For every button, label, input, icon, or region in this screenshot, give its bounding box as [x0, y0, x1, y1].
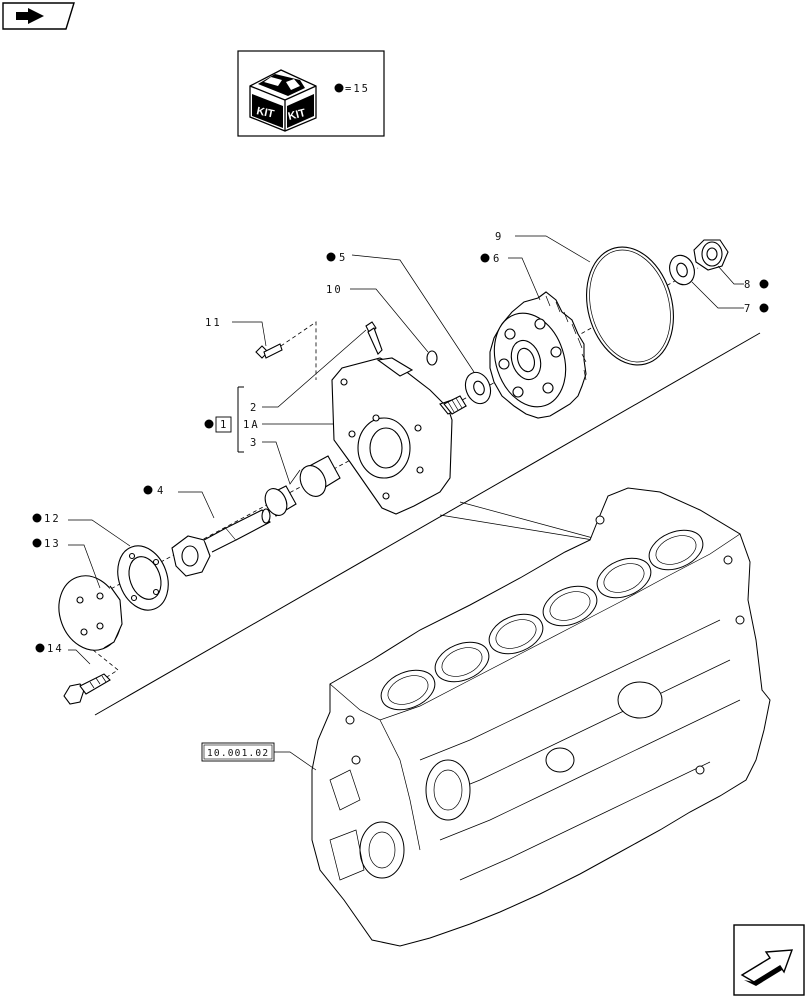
reference-box-label: 10.001.02	[207, 748, 269, 759]
leader-4	[178, 491, 215, 519]
callout-8-bullet	[759, 279, 769, 289]
kit-label-left: KIT	[255, 105, 275, 120]
engine-block[interactable]	[311, 487, 771, 947]
part-10-ring[interactable]	[426, 350, 438, 366]
callout-12-bullet	[32, 513, 42, 523]
part-1a-stub[interactable]	[443, 395, 467, 415]
housing-pin[interactable]	[365, 321, 383, 355]
part-13-cover[interactable]	[49, 567, 131, 659]
callout-4-bullet	[143, 485, 153, 495]
next-page-button[interactable]	[733, 924, 805, 996]
bracket-1	[237, 386, 244, 453]
callout-1a[interactable]: 1A	[243, 419, 260, 431]
kit-bullet	[334, 83, 344, 93]
svg-text:3: 3	[250, 437, 258, 449]
svg-text:10: 10	[326, 284, 343, 296]
callout-14[interactable]: 14	[35, 643, 64, 655]
svg-text:5: 5	[339, 252, 347, 264]
axis-line-screw	[274, 321, 317, 380]
svg-text:6: 6	[493, 253, 501, 265]
svg-text:2: 2	[250, 402, 258, 414]
svg-text:7: 7	[744, 303, 752, 315]
reference-box[interactable]: 10.001.02	[201, 742, 275, 762]
kit-equation: =15	[345, 83, 370, 95]
leader-13	[68, 544, 101, 589]
callout-6[interactable]: 6	[480, 253, 502, 265]
svg-text:8: 8	[744, 279, 752, 291]
kit-box: KIT KIT =15	[237, 50, 385, 137]
svg-text:1A: 1A	[243, 419, 260, 431]
callout-4[interactable]: 4	[143, 485, 166, 497]
svg-text:14: 14	[47, 643, 64, 655]
svg-text:13: 13	[44, 538, 61, 550]
callout-14-bullet	[35, 643, 45, 653]
part-7-washer[interactable]	[666, 252, 699, 288]
leader-8	[717, 265, 744, 285]
part-5-washer[interactable]	[461, 369, 494, 407]
callout-13-bullet	[32, 538, 42, 548]
callout-8[interactable]: 8	[744, 279, 769, 291]
callout-1-bullet	[204, 419, 214, 429]
callout-1-box	[215, 416, 232, 433]
boundary-line-lower	[94, 332, 761, 716]
kit-label-right: KIT	[287, 107, 307, 123]
callout-5-bullet	[326, 252, 336, 262]
svg-text:12: 12	[44, 513, 61, 525]
part-14-bolt[interactable]	[63, 673, 111, 705]
forward-arrow-icon	[16, 8, 44, 24]
leader-to-block-2	[459, 501, 594, 539]
callout-11[interactable]: 11	[205, 317, 222, 329]
part-2-housing[interactable]	[331, 357, 467, 515]
callout-5[interactable]: 5	[326, 252, 348, 264]
part-4-shaft[interactable]	[171, 508, 271, 577]
part-8-nut[interactable]	[693, 239, 729, 271]
callout-7-bullet	[759, 303, 769, 313]
leader-3	[262, 441, 301, 485]
callout-6-bullet	[480, 253, 490, 263]
part-3-bushing-b[interactable]	[295, 455, 341, 501]
callout-7[interactable]: 7	[744, 303, 769, 315]
callout-10[interactable]: 10	[326, 284, 343, 296]
leader-7	[691, 281, 744, 309]
callout-3[interactable]: 3	[250, 437, 258, 449]
nav-tab-icon[interactable]	[2, 2, 75, 30]
next-page-arrow-icon	[740, 949, 794, 983]
svg-text:9: 9	[495, 231, 503, 243]
callout-2[interactable]: 2	[250, 402, 258, 414]
leader-5	[351, 254, 475, 373]
part-9-oring[interactable]	[574, 237, 686, 375]
leader-2	[262, 329, 367, 408]
svg-text:1: 1	[220, 419, 228, 431]
svg-text:4: 4	[157, 485, 165, 497]
part-6-gear[interactable]	[483, 291, 587, 419]
leader-11	[232, 321, 267, 347]
leader-14	[68, 649, 91, 665]
callout-12[interactable]: 12	[32, 513, 61, 525]
kit-box-icon: KIT KIT	[249, 69, 317, 132]
callout-9[interactable]: 9	[495, 231, 503, 243]
callout-1[interactable]: 1	[204, 416, 232, 433]
part-12-gasket[interactable]	[109, 539, 177, 617]
part-3-bushing-a[interactable]	[261, 485, 297, 519]
leader-6	[508, 257, 541, 301]
leader-9	[515, 235, 591, 263]
leader-to-block	[439, 514, 594, 541]
leader-reference	[274, 751, 317, 771]
svg-text:11: 11	[205, 317, 222, 329]
callout-13[interactable]: 13	[32, 538, 61, 550]
part-11-screw[interactable]	[255, 343, 283, 359]
leader-12	[68, 519, 131, 547]
leader-10	[350, 288, 429, 353]
